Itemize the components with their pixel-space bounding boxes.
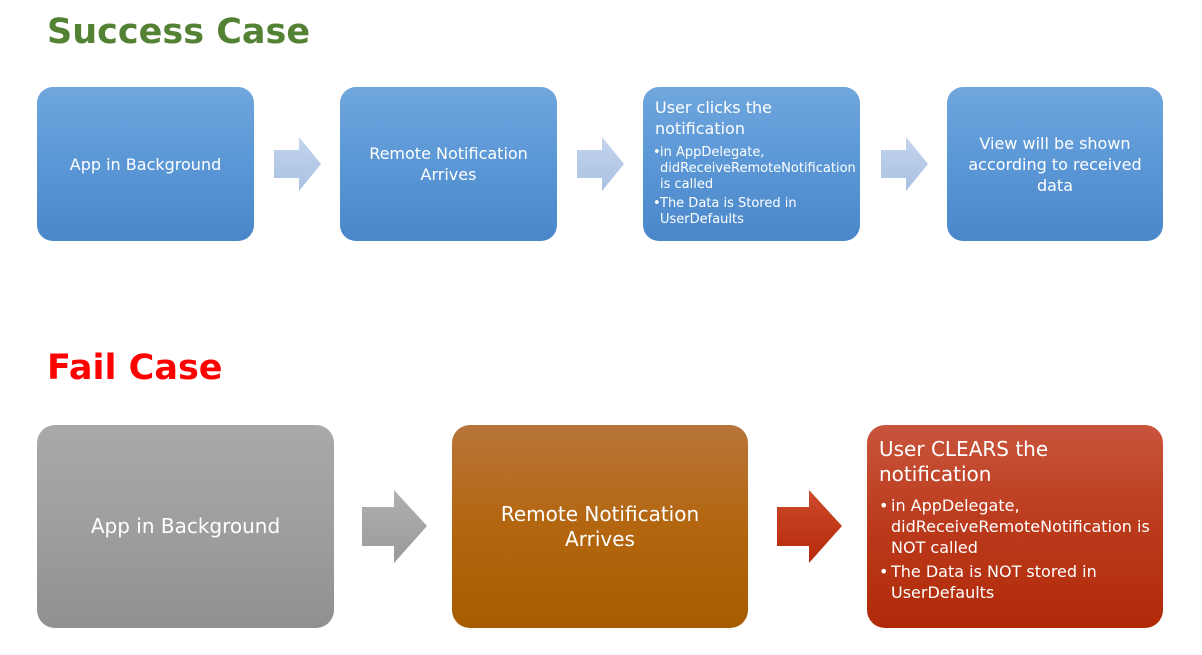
- success-arrow-3-icon: [881, 137, 928, 191]
- step-bullets: •in AppDelegate, didReceiveRemoteNotific…: [653, 145, 856, 231]
- step-heading: User clicks the notification: [655, 98, 772, 138]
- success-step-app-in-background: App in Background: [37, 87, 254, 241]
- step-label: App in Background: [90, 514, 281, 538]
- bullet-item: •The Data is Stored in UserDefaults: [653, 196, 797, 227]
- bullet-item: •in AppDelegate, didReceiveRemoteNotific…: [653, 145, 856, 192]
- fail-arrow-1-icon: [362, 490, 427, 563]
- success-arrow-2-icon: [577, 137, 624, 191]
- success-step-remote-notification: Remote Notification Arrives: [340, 87, 557, 241]
- success-step-user-clicks: User clicks the notification •in AppDele…: [643, 87, 860, 241]
- success-case-title: Success Case: [47, 12, 311, 52]
- success-step-view-shown: View will be shown according to received…: [947, 87, 1163, 241]
- step-bullets: •in AppDelegate, didReceiveRemoteNotific…: [879, 495, 1153, 606]
- step-label: Remote Notification Arrives: [369, 144, 528, 184]
- fail-step-app-in-background: App in Background: [37, 425, 334, 628]
- fail-arrow-2-icon: [777, 490, 842, 563]
- bullet-item: •in AppDelegate, didReceiveRemoteNotific…: [879, 496, 1150, 557]
- bullet-item: •The Data is NOT stored in UserDefaults: [879, 562, 1097, 602]
- success-arrow-1-icon: [274, 137, 321, 191]
- step-heading: User CLEARS the notification: [879, 437, 1049, 486]
- fail-step-remote-notification: Remote Notification Arrives: [452, 425, 748, 628]
- step-label: Remote Notification Arrives: [500, 501, 700, 551]
- step-label: View will be shown according to received…: [968, 133, 1142, 195]
- step-label: App in Background: [69, 154, 222, 174]
- fail-case-title: Fail Case: [47, 348, 223, 388]
- fail-step-user-clears: User CLEARS the notification •in AppDele…: [867, 425, 1163, 628]
